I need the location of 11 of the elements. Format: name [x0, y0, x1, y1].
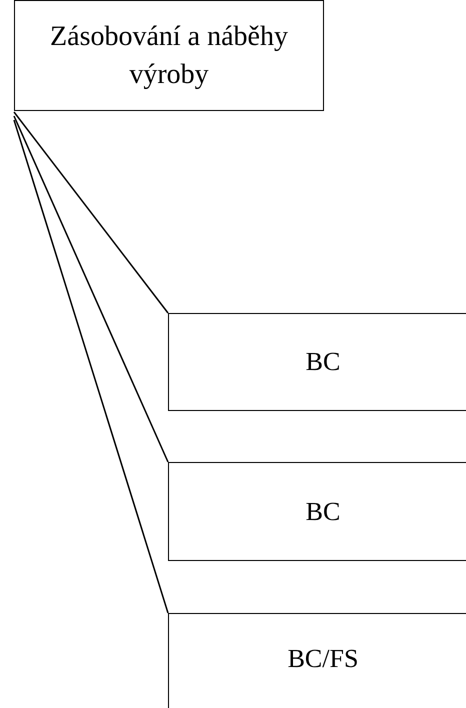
process-box — [168, 462, 466, 561]
connector-line — [13, 120, 169, 614]
box-label: BC/FS — [286, 643, 360, 675]
process-box — [14, 0, 324, 111]
connector-line — [13, 116, 169, 462]
process-box — [168, 313, 466, 411]
connector-line — [13, 112, 169, 314]
box-label: BC — [304, 496, 342, 528]
process-box — [168, 613, 466, 708]
box-label: BC — [304, 346, 342, 378]
box-label: Zásobování a náběhy výroby — [49, 20, 289, 92]
